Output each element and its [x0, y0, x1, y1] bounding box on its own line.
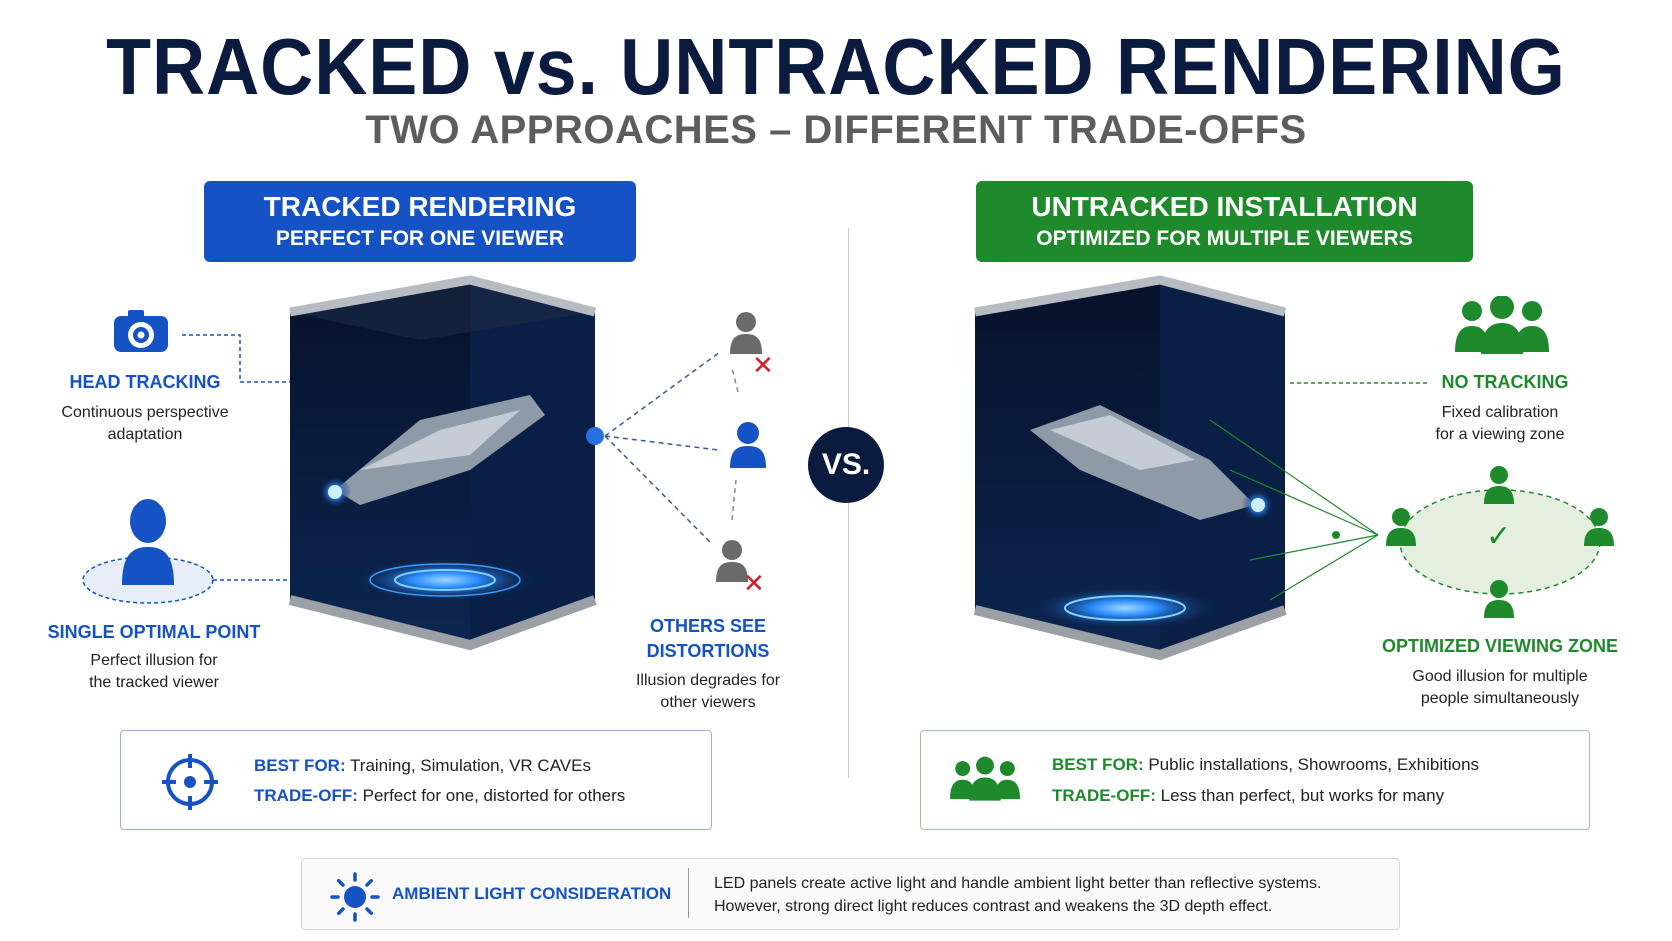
trade-off-label: TRADE-OFF:: [254, 786, 358, 805]
others-title-line1: OTHERS SEE: [649, 616, 767, 636]
page-subtitle: TWO APPROACHES – DIFFERENT TRADE-OFFS: [365, 108, 1307, 152]
check-icon: ✓: [1486, 520, 1512, 553]
head-tracking-desc-line1: Continuous perspective: [61, 404, 229, 421]
group-icon: [1455, 296, 1549, 354]
best-for-value: Training, Simulation, VR CAVEs: [350, 756, 591, 775]
others-distortions-title: OTHERS SEE DISTORTIONS: [608, 614, 808, 664]
head-tracking-desc-line2: adaptation: [107, 426, 183, 443]
others-desc-line1: Illusion degrades for: [635, 672, 781, 689]
untracked-banner-subtitle: OPTIMIZED FOR MULTIPLE VIEWERS: [1036, 227, 1413, 250]
vs-badge: VS.: [808, 427, 884, 503]
person-icon: [716, 540, 748, 582]
untracked-banner-title: UNTRACKED INSTALLATION: [1031, 191, 1418, 222]
ambient-line1: LED panels create active light and handl…: [714, 875, 1322, 892]
untracked-banner: UNTRACKED INSTALLATION OPTIMIZED FOR MUL…: [976, 181, 1473, 262]
others-desc-line2: other viewers: [660, 694, 756, 711]
page-title: TRACKED vs. UNTRACKED RENDERING: [106, 22, 1566, 111]
center-divider: [848, 228, 849, 778]
others-distortions-desc: Illusion degrades for other viewers: [598, 670, 818, 714]
crosshair-icon: [162, 754, 218, 810]
ambient-light-panel: [301, 858, 1400, 930]
person-icon: [1484, 466, 1514, 504]
viewing-zone-desc-line2: people simultaneously: [1420, 690, 1580, 707]
untracked-trade-off: TRADE-OFF: Less than perfect, but works …: [1052, 786, 1444, 806]
tracked-banner-title: TRACKED RENDERING: [263, 191, 577, 222]
head-tracking-desc: Continuous perspective adaptation: [40, 402, 250, 446]
trade-off-label: TRADE-OFF:: [1052, 786, 1156, 805]
group-icon: [950, 756, 1020, 801]
single-point-desc: Perfect illusion for the tracked viewer: [40, 650, 268, 694]
spaceship-hologram: [319, 395, 545, 508]
head-tracking-title: HEAD TRACKING: [69, 372, 221, 392]
tracked-trade-off: TRADE-OFF: Perfect for one, distorted fo…: [254, 786, 625, 806]
tracked-banner: TRACKED RENDERING PERFECT FOR ONE VIEWER: [204, 181, 636, 262]
trade-off-value: Less than perfect, but works for many: [1160, 786, 1445, 805]
single-point-desc-line1: Perfect illusion for: [90, 652, 218, 669]
person-icon: [730, 422, 766, 468]
no-tracking-desc-line2: for a viewing zone: [1435, 426, 1565, 443]
ambient-separator: [688, 868, 689, 918]
no-tracking-desc-line1: Fixed calibration: [1441, 404, 1559, 421]
tracked-best-for: BEST FOR: Training, Simulation, VR CAVEs: [254, 756, 591, 776]
ambient-line2: However, strong direct light reduces con…: [714, 898, 1273, 915]
others-title-line2: DISTORTIONS: [646, 641, 770, 661]
person-icon: [122, 499, 174, 585]
best-for-label: BEST FOR:: [254, 756, 346, 775]
tracked-banner-subtitle: PERFECT FOR ONE VIEWER: [275, 227, 565, 250]
person-icon: [1386, 508, 1416, 546]
untracked-summary-box: [920, 730, 1590, 830]
no-tracking-desc: Fixed calibration for a viewing zone: [1390, 402, 1610, 446]
untracked-display-cube: [969, 275, 1290, 661]
ambient-light-title: AMBIENT LIGHT CONSIDERATION: [392, 884, 672, 903]
cross-icon: ✕: [743, 568, 765, 598]
ambient-light-text: LED panels create active light and handl…: [714, 872, 1321, 918]
sun-icon: [330, 872, 380, 922]
single-point-title: SINGLE OPTIMAL POINT: [47, 622, 261, 642]
person-icon: [1484, 580, 1514, 618]
viewing-zone-desc: Good illusion for multiple people simult…: [1360, 666, 1640, 710]
cross-icon: ✕: [752, 350, 774, 380]
person-icon: [730, 312, 762, 354]
viewing-zone-desc-line1: Good illusion for multiple: [1412, 668, 1588, 685]
trade-off-value: Perfect for one, distorted for others: [362, 786, 626, 805]
camera-icon: [114, 310, 168, 352]
tracked-display-cube: [284, 275, 600, 651]
best-for-value: Public installations, Showrooms, Exhibit…: [1148, 755, 1480, 774]
viewing-zone-title: OPTIMIZED VIEWING ZONE: [1381, 636, 1618, 656]
best-for-label: BEST FOR:: [1052, 755, 1144, 774]
untracked-best-for: BEST FOR: Public installations, Showroom…: [1052, 755, 1479, 775]
person-icon: [1584, 508, 1614, 546]
no-tracking-title: NO TRACKING: [1441, 372, 1569, 392]
tracked-summary-box: [120, 730, 712, 830]
single-point-desc-line2: the tracked viewer: [89, 674, 219, 691]
